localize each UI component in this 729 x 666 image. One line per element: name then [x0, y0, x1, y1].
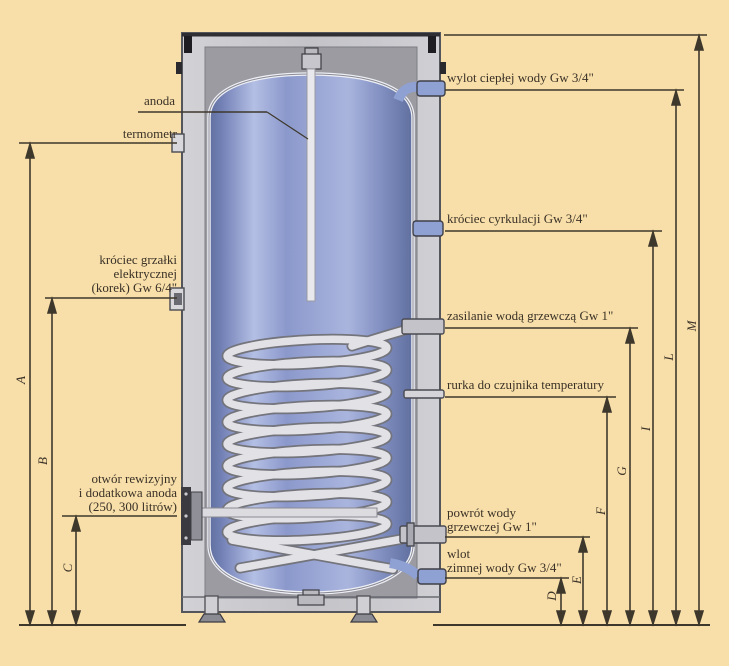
dimension-letter-F: F	[593, 507, 608, 515]
left-weld-tab	[176, 62, 182, 74]
label-revision-hole: otwór rewizyjny i dodatkowa anoda (250, …	[78, 471, 177, 514]
dimension-letter-A: A	[13, 376, 28, 384]
top-right-corner-tab	[428, 36, 436, 53]
drain-fitting	[297, 594, 325, 606]
dimension-letter-I: I	[638, 426, 653, 432]
dimension-letter-D: D	[544, 591, 559, 601]
heating-supply-port	[401, 318, 445, 335]
label-heating-return: powrót wody grzewczej Gw 1"	[447, 505, 537, 534]
label-thermometer: termometr	[122, 126, 177, 141]
dimension-letter-L: L	[661, 353, 676, 361]
revision-flange	[181, 487, 378, 545]
dimension-letter-E: E	[569, 576, 584, 584]
label-circulation: króciec cyrkulacji Gw 3/4"	[447, 211, 588, 226]
right-weld-tab	[440, 62, 446, 74]
ports-right	[389, 80, 447, 585]
top-left-corner-tab	[184, 36, 192, 53]
label-temperature-sensor-tube: rurka do czujnika temperatury	[447, 377, 605, 392]
additional-anode-rod	[201, 507, 378, 518]
label-hot-water-outlet: wylot ciepłej wody Gw 3/4"	[447, 70, 594, 85]
label-cold-water-inlet: wlot zimnej wody Gw 3/4"	[447, 546, 562, 575]
dimension-letter-B: B	[35, 457, 50, 465]
dimension-lines	[19, 33, 710, 627]
cold-water-elbow	[389, 558, 422, 580]
heating-coil	[221, 321, 422, 575]
dimension-letter-C: C	[60, 563, 75, 573]
circulation-port	[412, 220, 444, 237]
label-heating-supply: zasilanie wodą grzewczą Gw 1"	[447, 308, 614, 323]
temperature-sensor-tube	[403, 389, 445, 399]
cold-water-inlet-port	[417, 568, 447, 585]
label-heater-socket: króciec grzałki elektrycznej (korek) Gw …	[91, 252, 177, 295]
dimension-letter-G: G	[614, 466, 629, 476]
dimension-letter-M: M	[684, 320, 699, 332]
legs-and-drain	[197, 589, 379, 623]
anode-rod	[301, 47, 322, 302]
label-anode: anoda	[143, 93, 175, 108]
hot-water-outlet-port	[416, 80, 446, 97]
